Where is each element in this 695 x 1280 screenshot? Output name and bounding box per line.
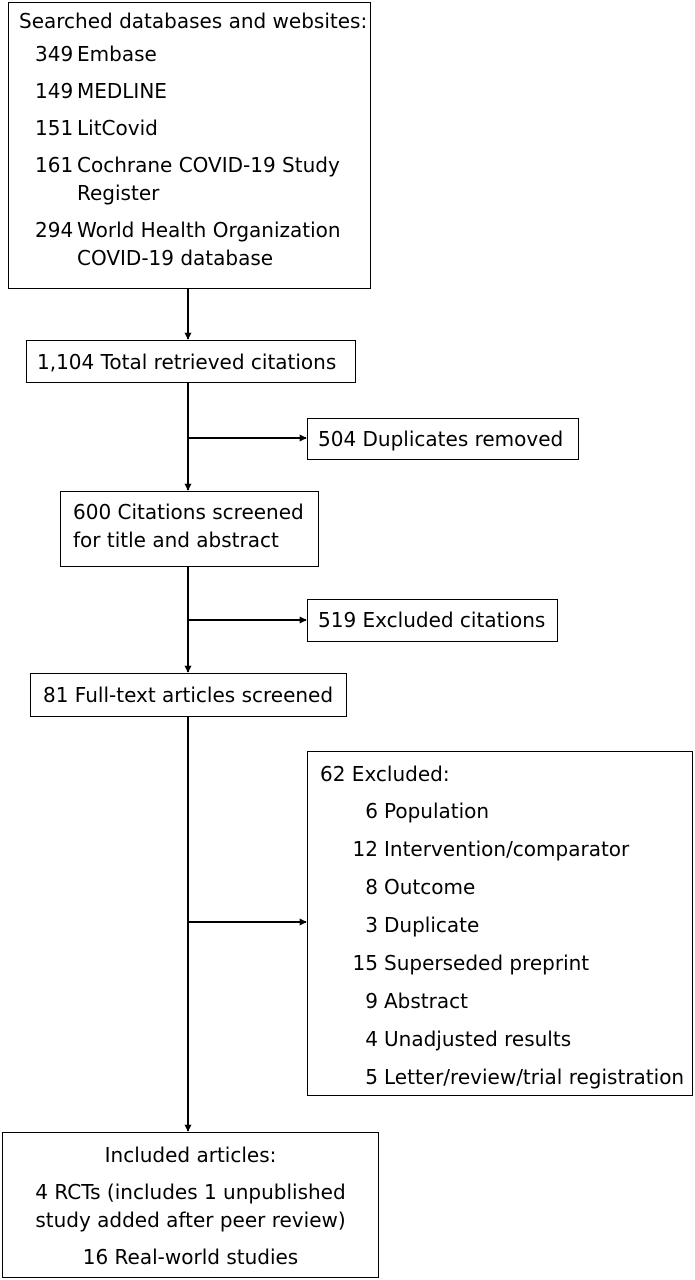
included-real-world: 16 Real-world studies [82,1245,299,1269]
source-name: Cochrane COVID-19 Study [77,153,340,177]
exclusion-reason: 9 Abstract [320,987,692,1015]
reason-count: 12 [352,837,378,861]
exclusion-reason: 5 Letter/review/trial registration [320,1063,692,1091]
reason-count: 5 [365,1065,378,1089]
duplicates-removed-box: 504 Duplicates removed [307,418,579,460]
source-name: Embase [77,42,157,66]
exclusion-reason: 4 Unadjusted results [320,1025,692,1053]
reason-label: Population [384,799,490,823]
source-count: 149 [35,79,74,103]
fulltext-box: 81 Full-text articles screened [30,673,347,717]
included-title: Included articles: [104,1143,277,1167]
source-item: 349 Embase [35,40,370,68]
reason-count: 6 [365,799,378,823]
source-name-cont: Register [77,181,160,205]
search-sources-box: Searched databases and websites: 349 Emb… [8,2,371,289]
source-count: 161 [35,153,74,177]
fulltext-label: 81 Full-text articles screened [43,683,334,707]
source-count: 349 [35,42,74,66]
fulltext-excluded-box: 62 Excluded: 6 Population 12 Interventio… [307,751,693,1096]
search-sources-title: Searched databases and websites: [19,9,368,33]
exclusion-reason: 12 Intervention/comparator [320,835,692,863]
screened-label-line1: 600 Citations screened [73,500,304,524]
source-item: 294 World Health Organization COVID-19 d… [35,216,370,272]
reason-label: Intervention/comparator [384,837,630,861]
reason-label: Letter/review/trial registration [384,1065,685,1089]
source-name-block: Cochrane COVID-19 Study Register [71,151,340,207]
source-item: 161 Cochrane COVID-19 Study Register [35,151,370,207]
retrieved-box: 1,104 Total retrieved citations [26,340,356,383]
source-count: 294 [35,218,74,242]
exclusion-reason: 6 Population [320,797,692,825]
exclusion-reason: 3 Duplicate [320,911,692,939]
source-name: World Health Organization [77,218,341,242]
screened-box: 600 Citations screened for title and abs… [60,491,319,567]
reason-count: 9 [365,989,378,1013]
included-rcts-line1: 4 RCTs (includes 1 unpublished [35,1180,346,1204]
screened-label-line2: for title and abstract [73,528,279,552]
excluded-citations-box: 519 Excluded citations [307,599,558,642]
excluded-citations-label: 519 Excluded citations [318,608,546,632]
reason-count: 15 [352,951,378,975]
source-name: LitCovid [77,116,158,140]
reason-label: Abstract [384,989,468,1013]
included-rcts-line2: study added after peer review) [35,1208,346,1232]
source-name: MEDLINE [77,79,167,103]
reason-label: Unadjusted results [384,1027,572,1051]
included-box: Included articles: 4 RCTs (includes 1 un… [2,1132,379,1278]
reason-label: Superseded preprint [384,951,590,975]
duplicates-removed-label: 504 Duplicates removed [318,427,564,451]
exclusion-reason: 8 Outcome [320,873,692,901]
reason-count: 8 [365,875,378,899]
reason-label: Duplicate [384,913,480,937]
reason-label: Outcome [384,875,476,899]
source-name-block: World Health Organization COVID-19 datab… [71,216,341,272]
reason-count: 4 [365,1027,378,1051]
source-count: 151 [35,116,74,140]
fulltext-excluded-title: 62 Excluded: [320,762,450,786]
retrieved-label: 1,104 Total retrieved citations [37,350,337,374]
exclusion-reason: 15 Superseded preprint [320,949,692,977]
source-item: 151 LitCovid [35,114,370,142]
reason-count: 3 [365,913,378,937]
source-name-cont: COVID-19 database [77,246,274,270]
source-item: 149 MEDLINE [35,77,370,105]
